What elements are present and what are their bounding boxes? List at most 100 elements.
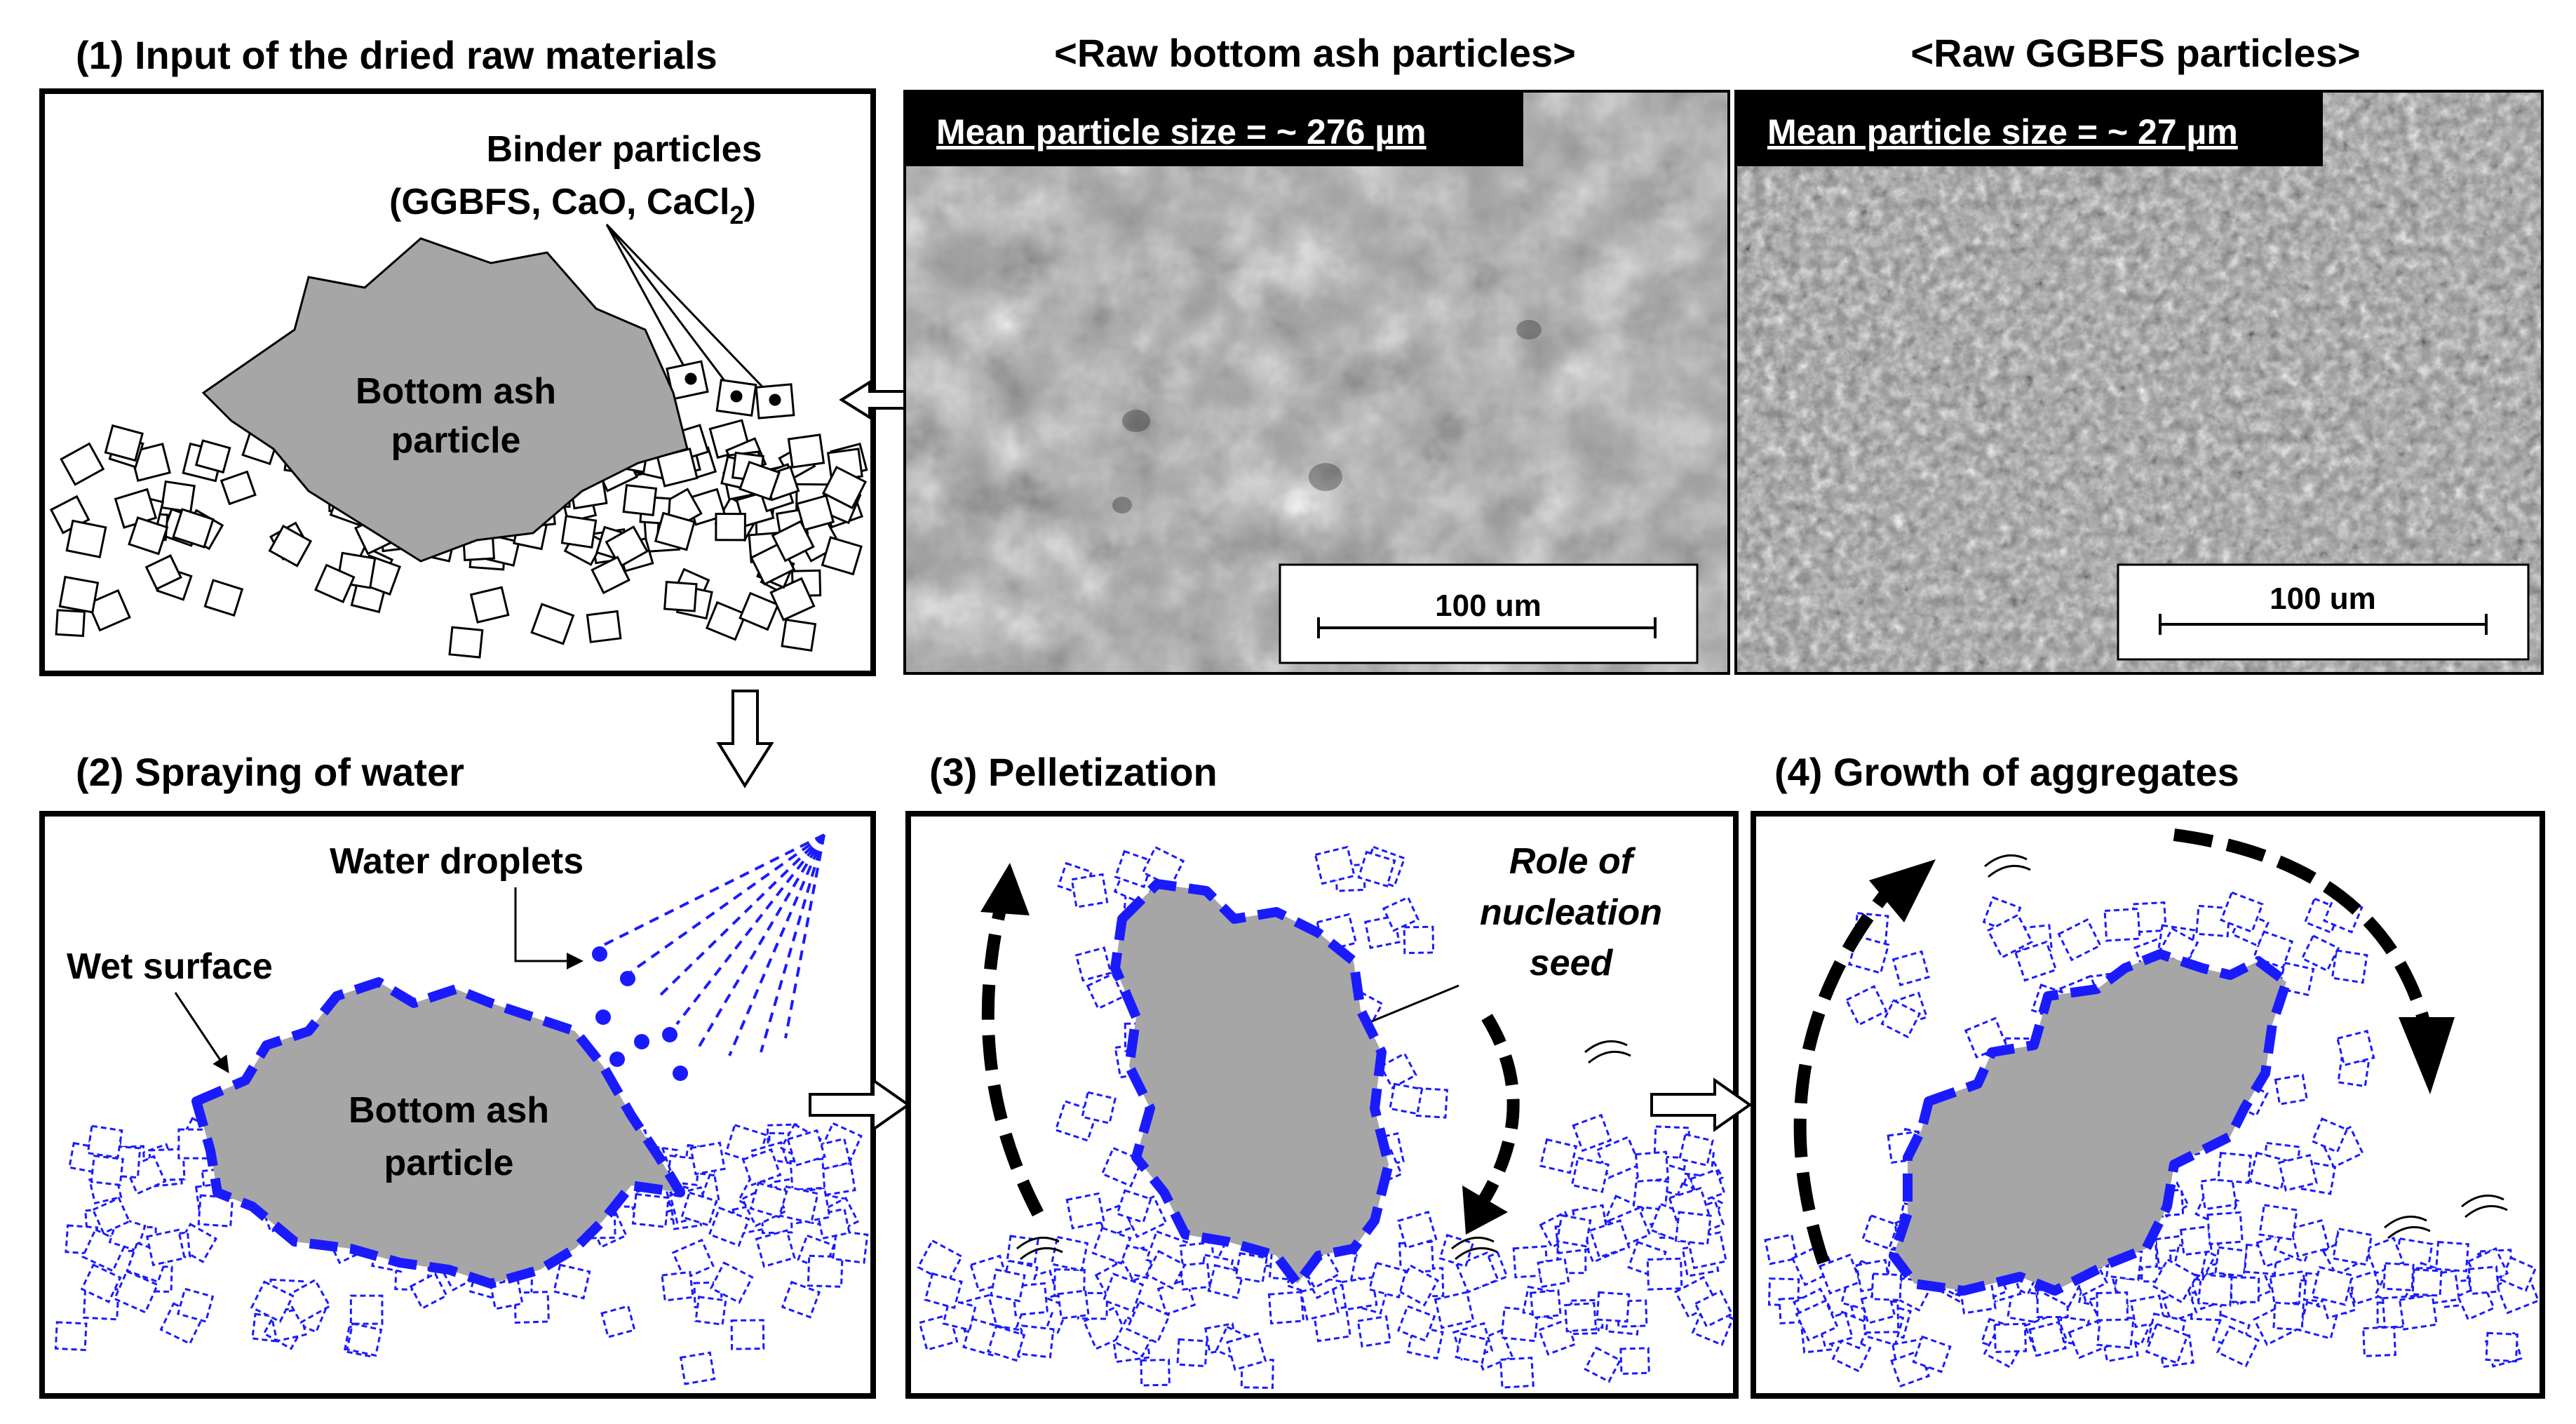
role-label-line1: Role of	[1509, 841, 1636, 882]
binder-particle-square	[1086, 972, 1125, 1010]
binder-particle-square	[284, 1278, 332, 1324]
wet-bottom-ash-particle	[191, 977, 685, 1289]
binder-particle-square	[671, 1238, 715, 1280]
binder-particle-square	[1018, 1324, 1055, 1359]
binder-particle-square	[787, 434, 825, 469]
binder-particle-square	[1267, 1291, 1305, 1325]
binder-particle-square	[2151, 1258, 2199, 1304]
binder-particle-square	[1011, 1282, 1049, 1317]
binder-particle-square	[220, 470, 257, 506]
binder-particle-square	[821, 536, 863, 576]
arrow-right-icon	[1650, 1077, 1753, 1132]
binder-particle-square	[1050, 1235, 1089, 1272]
panel-2-title: (2) Spraying of water	[76, 750, 464, 794]
binder-particle-square	[113, 1270, 159, 1314]
binder-particle-square	[679, 1351, 716, 1385]
binder-particle-square	[2220, 891, 2264, 934]
binder-particle-square	[1434, 1291, 1475, 1329]
binder-particle-square	[600, 1305, 636, 1338]
binder-particle-square	[1764, 1233, 1798, 1265]
bottom-ash-label-line1: Bottom ash	[349, 1090, 549, 1131]
binder-particle-square	[530, 603, 575, 645]
binder-particle-square	[1102, 1272, 1145, 1312]
binder-particle-square	[1584, 1346, 1622, 1383]
wet-surface-pointer	[174, 992, 229, 1073]
binder-particle-square	[1145, 1249, 1187, 1290]
binder-particle-square	[346, 1322, 383, 1357]
binder-particle-square	[2057, 918, 2102, 962]
binder-particle-square	[250, 1280, 295, 1323]
rotation-arrow-right	[1474, 1014, 1520, 1210]
binder-particle-square	[1632, 1176, 1669, 1211]
binder-particle-square	[2467, 1265, 2500, 1296]
binder-particle-square	[2216, 1325, 2260, 1368]
binder-particle-square	[2331, 1227, 2373, 1266]
binder-particle-square	[1356, 1315, 1392, 1348]
binder-particle-square	[90, 1155, 124, 1186]
binder-particle-square	[661, 1270, 694, 1302]
binder-particle-square	[1396, 1305, 1436, 1343]
arrow-down-icon	[716, 690, 774, 788]
binder-particle-square	[924, 1272, 963, 1310]
binder-particle-square	[1403, 925, 1435, 955]
binder-particle-square	[1379, 1052, 1417, 1089]
binder-particle-square	[144, 554, 182, 591]
sem-bottom-ash: <Raw bottom ash particles> Mean particle…	[903, 31, 1730, 675]
binder-particle-square	[1070, 873, 1109, 908]
binder-particle-square	[1179, 1261, 1211, 1291]
binder-particle-square	[1091, 1226, 1132, 1265]
binder-particle-square	[2258, 1204, 2298, 1241]
growing-aggregate-particle	[1889, 949, 2291, 1296]
binder-particle-square	[58, 575, 100, 614]
binder-particle-square	[1564, 1302, 1598, 1333]
binder-particle-square	[489, 1277, 524, 1310]
binder-particle-square	[705, 600, 748, 641]
binder-particle-square	[689, 1141, 726, 1176]
binder-particle-square	[781, 1280, 821, 1319]
bottom-ash-label-line2: particle	[391, 420, 521, 461]
binder-particle-square	[1340, 1276, 1378, 1311]
nucleation-seed-particle	[1110, 879, 1394, 1289]
binder-particle-square	[2014, 940, 2058, 982]
binder-particle-square	[1678, 1133, 1714, 1167]
binder-particle-square	[1537, 1257, 1570, 1289]
binder-particle-square	[1438, 1233, 1475, 1268]
bottom-ash-particle	[201, 237, 689, 563]
motion-marks	[1016, 1040, 1631, 1261]
binder-particle-square	[1795, 1299, 1839, 1342]
binder-particle-square	[1861, 1214, 1899, 1250]
binder-particle-square	[1845, 985, 1888, 1026]
panel-1: (1) Input of the dried raw materials Bin…	[39, 33, 876, 676]
binder-particle-square	[268, 524, 313, 567]
binder-particle-square	[2500, 1256, 2537, 1292]
panel-2: (2) Spraying of water Water droplets Wet…	[39, 750, 876, 1399]
binder-particle-square	[1057, 1289, 1090, 1320]
rotation-arrowhead-icon	[1869, 859, 1936, 922]
highlighted-binder-particles	[666, 360, 795, 419]
binder-label-line1: Binder particles	[486, 129, 762, 170]
spray-lines	[599, 833, 825, 1056]
binder-particle-square	[1570, 1156, 1610, 1193]
binder-particle-square	[749, 1181, 788, 1218]
binder-particle-square	[1226, 1332, 1267, 1371]
binder-particle-square	[715, 512, 746, 542]
binder-particle-square	[622, 484, 658, 516]
binder-particle-square	[755, 1229, 796, 1268]
binder-particle-square	[1114, 849, 1154, 889]
binder-particle-square	[2277, 1153, 2318, 1192]
binder-particle-square	[1116, 1189, 1152, 1224]
role-label-line2: nucleation	[1480, 892, 1662, 933]
binder-particle-square	[741, 1148, 782, 1187]
sem-ggbfs: <Raw GGBFS particles> Mean particle size…	[1734, 31, 2544, 675]
binder-particle-square	[194, 439, 231, 474]
binder-particle-square	[91, 1197, 131, 1235]
binder-particle-square	[2195, 904, 2231, 938]
bottom-ash-label-line2: particle	[384, 1143, 514, 1183]
binder-particle-square	[2272, 1301, 2305, 1331]
role-label-line3: seed	[1530, 943, 1614, 983]
binder-particle-square	[2214, 1246, 2248, 1277]
rotation-arrowhead-icon	[1462, 1185, 1508, 1235]
binder-particle-square	[1634, 1150, 1670, 1183]
binder-particle-square	[2336, 1029, 2375, 1067]
binder-particle-square	[781, 618, 817, 652]
